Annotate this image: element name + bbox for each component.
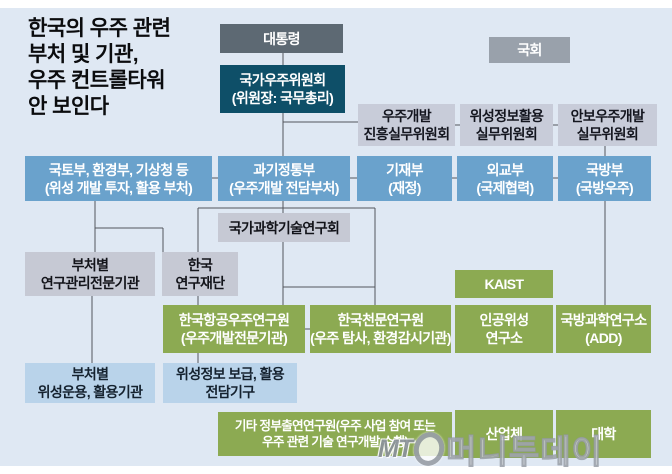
node-msit: 과기정통부 (우주개발 전담부처) [218,156,350,201]
node-mofa: 외교부 (국제협력) [457,156,553,201]
node-label: 한국 [187,257,213,273]
node-kari: 한국항공우주연구원 (우주개발전문기관) [163,305,305,353]
node-national-assembly: 국회 [489,37,570,63]
node-label: 위성정보 보급, 활용 [175,366,285,382]
node-security-space-committee: 안보우주개발 실무위원회 [558,104,657,146]
node-sublabel: (위성 개발 투자, 활용 부처) [44,179,193,196]
node-space-dev-promotion-committee: 우주개발 진흥실무위원회 [358,104,455,146]
node-sublabel: (국제협력) [476,179,534,196]
node-label: 국가우주위원회 [239,72,327,88]
node-research-mgmt-agencies: 부처별 연구관리전문기관 [25,252,155,296]
node-label: 기재부 [386,161,423,178]
node-kasi: 한국천문연구원 (우주 탐사, 환경감시기관) [310,305,451,353]
node-sublabel: (재정) [388,179,421,196]
headline-line: 부처 및 기관, [28,43,139,66]
node-sublabel: (국방우주) [575,179,634,196]
node-label: 한국천문연구원 [337,312,425,328]
node-satellite-info-committee: 위성정보활용 실무위원회 [460,104,553,146]
node-sublabel: 실무위원회 [576,126,639,142]
node-label: 안보우주개발 [570,108,645,124]
node-label: 국회 [517,42,542,58]
node-label: 국방부 [586,161,623,178]
node-satrec: 인공위성 연구소 [455,305,553,353]
node-label: 국방과학연구소 [560,312,648,328]
node-sublabel: 진흥실무위원회 [363,126,451,142]
node-label: 한국항공우주연구원 [178,312,290,328]
node-molit-me-kma: 국토부, 환경부, 기상청 등 (위성 개발 투자, 활용 부처) [25,156,212,201]
node-kaist: KAIST [455,270,553,298]
node-nrf: 한국 연구재단 [162,252,238,296]
node-label: 대통령 [263,30,300,47]
node-sublabel: (위원장: 국무총리) [231,90,334,106]
node-add: 국방과학연구소 (ADD) [556,305,651,353]
node-mnd: 국방부 (국방우주) [558,156,651,201]
node-sublabel: 우주 관련 기술 연구개발 수행) [262,435,408,449]
node-other-govt-institutes: 기타 정부출연연구원(우주 사업 참여 또는 우주 관련 기술 연구개발 수행) [218,412,452,456]
node-moef: 기재부 (재정) [357,156,452,201]
node-sat-ops-agencies: 부처별 위성운용, 활용기관 [25,363,155,403]
top-margin [0,0,672,8]
node-sublabel: 실무위원회 [475,126,538,142]
node-label: 국토부, 환경부, 기상청 등 [48,161,189,178]
node-sublabel: 위성운용, 활용기관 [37,384,143,400]
node-sublabel: (우주개발전문기관) [180,330,288,346]
headline-line: 안 보인다 [28,95,109,118]
node-sublabel: (우주 탐사, 환경감시기관) [310,330,451,346]
node-label: 대학 [591,426,616,442]
node-sublabel: 연구관리전문기관 [40,275,140,291]
node-president: 대통령 [220,24,343,53]
node-sublabel: 연구소 [485,330,523,346]
bottom-margin [0,466,672,474]
node-university: 대학 [556,410,651,458]
headline-line: 한국의 우주 관련 [28,17,171,40]
node-label: 기타 정부출연연구원(우주 사업 참여 또는 [234,419,436,433]
node-label: 부처별 [71,257,109,273]
node-sublabel: (우주개발 전담부처) [229,179,339,196]
node-label: 부처별 [71,366,109,382]
node-label: KAIST [484,276,524,292]
node-label: 과기정통부 [253,161,315,178]
node-nst: 국가과학기술연구회 [218,213,350,242]
node-sublabel: 연구재단 [175,275,225,291]
node-label: 위성정보활용 [469,108,544,124]
node-sat-info-org: 위성정보 보급, 활용 전담기구 [163,363,297,403]
headline: 한국의 우주 관련 부처 및 기관, 우주 컨트롤타워 안 보인다 [28,16,228,120]
node-label: 인공위성 [479,312,529,328]
node-label: 산업체 [485,426,523,442]
node-label: 외교부 [486,161,524,178]
node-label: 국가과학기술연구회 [228,219,340,236]
node-sublabel: 전담기구 [205,384,255,400]
node-label: 우주개발 [381,108,432,124]
node-sublabel: (ADD) [585,330,622,346]
headline-line: 우주 컨트롤타워 [28,69,166,92]
node-industry: 산업체 [455,410,553,458]
node-national-space-committee: 국가우주위원회 (위원장: 국무총리) [220,65,345,113]
